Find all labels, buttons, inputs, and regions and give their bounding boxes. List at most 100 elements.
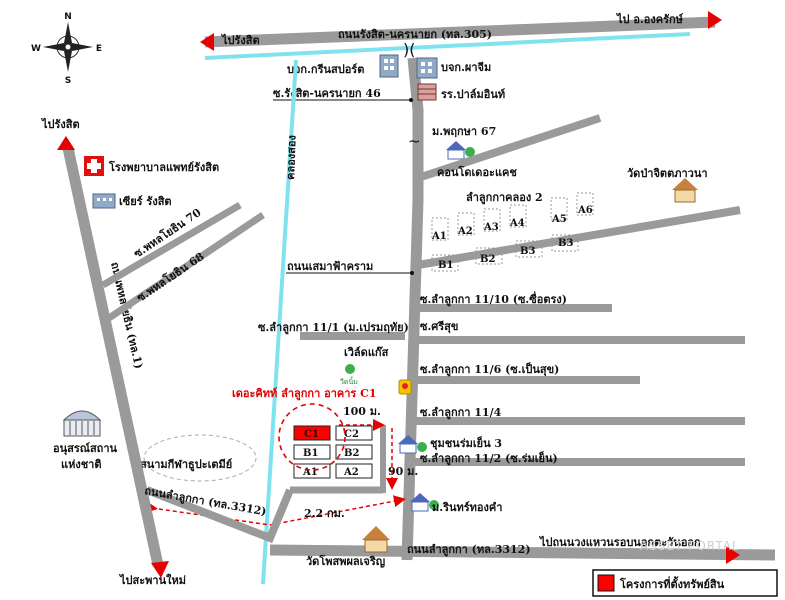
building-c1-label: C1 (304, 429, 319, 440)
lamlukka-left-road (145, 486, 294, 544)
building-c2-label: C2 (344, 429, 359, 440)
soi-srisuk-label: ซ.ศรีสุข (420, 320, 458, 334)
road-lamlukka-khlong2 (417, 206, 741, 269)
arrow-to-ring-road (726, 546, 740, 564)
building-icon-green-sport (379, 54, 399, 78)
to-saraburi-label: ไปสะพานใหม่ (118, 573, 186, 587)
condo-block-a3: A3 (483, 222, 499, 233)
project-buildings: C1 C2 B1 B2 A1 A2 (293, 425, 373, 479)
watermark: ASSET PORTAL (640, 539, 740, 553)
phaholyothin-road (62, 146, 164, 567)
arrow-to-ongkharak (708, 11, 722, 29)
dist-22-label: 2.2 กม. (304, 507, 345, 520)
dist-90-label: 90 ม. (388, 465, 418, 478)
condo-block-b1: B1 (438, 260, 453, 271)
building-icon-pha-jeum (416, 57, 438, 79)
wat-pa-label: วัดป่าจิตตภาวนา (627, 167, 708, 180)
road-condo (416, 114, 602, 182)
legend-swatch (597, 574, 615, 592)
chumchon-label: ชุมชนร่มเย็น 3 (430, 436, 502, 451)
soi-phahol-68-road (107, 212, 265, 321)
condo-block-b3b: B3 (558, 238, 573, 249)
green-sport-label: บจก.กรีนสปอร์ต (287, 63, 364, 76)
hospital-label: โรงพยาบาลแพทย์รังสิต (108, 160, 219, 174)
condo-block-a5: A5 (551, 214, 567, 225)
gas-brand-text: วีดนิ้ม (340, 375, 358, 386)
dist-22-arrow (145, 495, 406, 526)
bridge-icon: )( (403, 40, 415, 59)
legend: โครงการที่ตั้งทรัพย์สิน (592, 569, 778, 597)
building-a1 (293, 463, 331, 479)
world-gas-label: เวิล์ดแก๊ส (344, 346, 389, 359)
canal-label: คลองสอง (284, 135, 299, 180)
to-ongkharak-label: ไป อ.องครักษ์ (615, 12, 684, 26)
top-road-label: ถนนรังสิต-นครนายก (ทล.305) (338, 28, 492, 41)
house-icon-rin-thong (410, 493, 439, 512)
arrow-to-rangsit-top (200, 33, 214, 51)
condo-block-a1: A1 (431, 231, 447, 242)
project-highlight-circle (278, 403, 346, 471)
compass-e: E (96, 44, 102, 54)
arrow-to-rangsit-left (57, 136, 75, 150)
mall-icon (92, 193, 116, 209)
soi-11-10-label: ซ.ลำลูกกา 11/10 (ซ.ซื่อตรง) (420, 291, 567, 307)
canal-top (204, 32, 691, 60)
bridge-icon-2: ~ (408, 132, 421, 150)
hospital-icon (84, 156, 104, 176)
condo-block-a4: A4 (509, 218, 525, 229)
compass-icon: N S W E (31, 12, 102, 86)
lamlukka-bottom-road (269, 544, 776, 561)
wat-phothi-label: วัดโพสพผลเจริญ (306, 554, 385, 568)
condo-label: คอนโดเดอะแคช (437, 165, 517, 179)
main-vertical-road (401, 57, 424, 561)
building-b1 (293, 444, 331, 460)
dist-100-label: 100 ม. (343, 405, 381, 418)
gas-station-icon: วีดนิ้ม (340, 364, 412, 395)
compass-n: N (64, 12, 72, 22)
soi-11-6-label: ซ.ลำลูกกา 11/6 (ซ.เป็นสุข) (420, 362, 559, 377)
building-c1 (293, 425, 331, 441)
condo-block-b3: B3 (520, 246, 535, 257)
arrow-to-saraburi (151, 561, 169, 578)
samae-fah-label: ถนนเสมาฟ้าคราม (287, 260, 373, 273)
soi-phahol-70-road (101, 201, 242, 289)
soi-11-4-label: ซ.ลำลูกกา 11/4 (420, 406, 502, 420)
compass-w: W (31, 44, 41, 54)
pruksa-67-label: ม.พฤกษา 67 (432, 125, 496, 138)
building-a2-label: A2 (343, 467, 359, 478)
pha-jeum-label: บจก.ผาจีม (441, 61, 491, 74)
project-title: เดอะคิทท์ ลำลูกกา อาคาร C1 (232, 387, 377, 401)
monument-icon (62, 410, 102, 437)
building-b2-label: B2 (344, 448, 359, 459)
temple-icon-wat-pa (672, 178, 698, 203)
monument-label-2: แห่งชาติ (61, 458, 102, 471)
monument-label-1: อนุสรณ์สถาน (53, 442, 118, 456)
stadium-label: สนามกีฬาธูปะเตมีย์ (140, 458, 232, 472)
temple-icon-wat-phothi (362, 526, 390, 553)
soi-11-2-label: ซ.ลำลูกกา 11/2 (ซ.ร่มเย็น) (420, 451, 558, 466)
compass-s: S (65, 76, 71, 86)
stadium-outline (143, 434, 257, 482)
to-rangsit-left-label: ไปรังสิต (40, 117, 80, 131)
condo-block-a6: A6 (577, 205, 593, 216)
legend-label: โครงการที่ตั้งทรัพย์สิน (619, 576, 725, 591)
condo-blocks: A1 A2 A3 A4 A5 A6 B1 B2 B3 B3 (431, 192, 594, 272)
condo-block-b2: B2 (480, 254, 495, 265)
condo-block-a2: A2 (457, 226, 473, 237)
top-road (204, 16, 716, 48)
rin-thong-label: ม.รินทร์ทองคำ (432, 501, 502, 514)
to-ring-road-label: ไปถนนวงแหวนรอบนอกตะวันออก (538, 535, 701, 549)
palmintr-school-label: รร.ปาล์มอินท์ (441, 88, 505, 101)
future-rangsit-label: เซียร์ รังสิต (119, 195, 172, 208)
house-icon-pruksa (446, 141, 475, 160)
house-icon-chumchon (398, 435, 427, 454)
building-a1-label: A1 (302, 467, 318, 478)
building-b2 (335, 444, 373, 460)
soi-46-label: ซ.รังสิต-นครนายก 46 (273, 87, 381, 100)
soi-11-1-label: ซ.ลำลูกกา 11/1 (ม.เปรมฤทัย) (258, 321, 409, 335)
building-b1-label: B1 (303, 448, 318, 459)
lamlukka-bottom-label: ถนนลำลูกกา (ทล.3312) (407, 543, 531, 557)
building-a2 (335, 463, 373, 479)
lamlukka-khlong2-label: ลำลูกกาคลอง 2 (466, 191, 543, 205)
